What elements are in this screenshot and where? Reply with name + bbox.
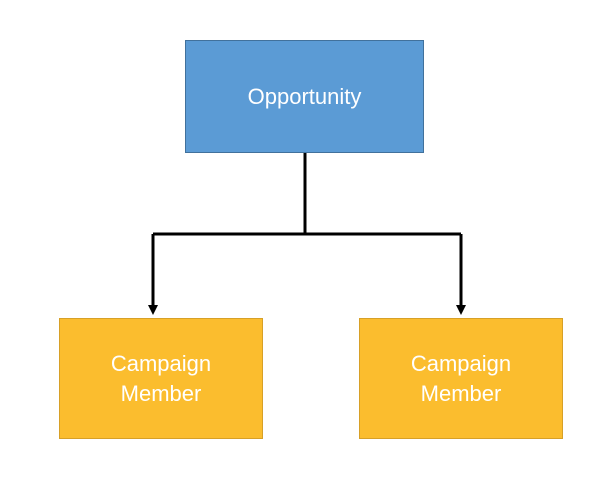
campaign-member-node-left: Campaign Member [59, 318, 263, 439]
campaign-member-label-left: Campaign Member [110, 350, 212, 406]
opportunity-label: Opportunity [247, 83, 362, 109]
campaign-member-node-right: Campaign Member [359, 318, 563, 439]
opportunity-node: Opportunity [185, 40, 424, 153]
campaign-member-label-right: Campaign Member [410, 350, 512, 406]
